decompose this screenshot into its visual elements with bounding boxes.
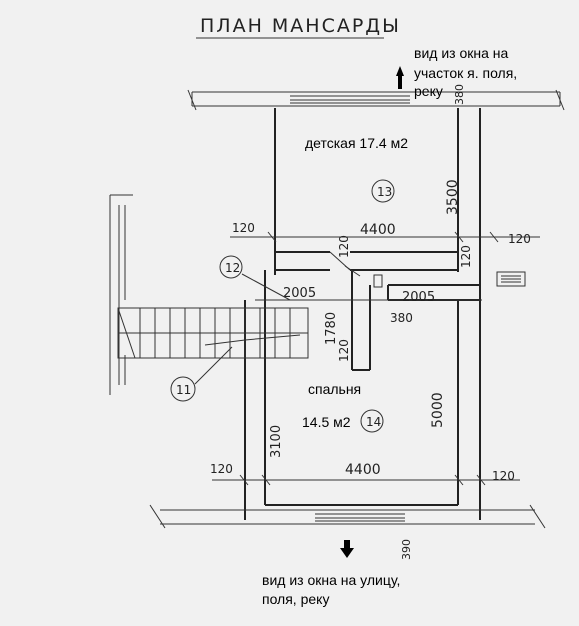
svg-text:участок я. поля,: участок я. поля, xyxy=(414,65,517,81)
dim-right-wall-top: 120 xyxy=(508,232,531,246)
arrow-up-icon xyxy=(396,66,404,76)
dim-right-wall-bottom: 120 xyxy=(492,469,515,483)
svg-text:поля, реку: поля, реку xyxy=(262,591,329,607)
staircase xyxy=(117,307,309,359)
dim-top-width xyxy=(230,231,540,243)
bedroom-label: спальня xyxy=(308,381,361,397)
dim-bedroom-depth: 5000 xyxy=(430,392,446,428)
dim-partition-mid: 120 xyxy=(337,339,351,362)
room-marker-11: 11 xyxy=(170,346,233,402)
svg-text:13: 13 xyxy=(377,185,392,199)
bedroom-area: 14.5 м2 xyxy=(302,414,351,430)
view-street-note: вид из окна на улицу, поля, реку xyxy=(262,540,400,607)
svg-text:11: 11 xyxy=(176,383,191,397)
bottom-wall xyxy=(149,504,546,529)
room-marker-12: 12 xyxy=(219,255,291,301)
hall-walls xyxy=(351,270,480,371)
svg-text:14: 14 xyxy=(366,415,381,429)
svg-text:реку: реку xyxy=(414,83,443,99)
svg-text:вид из окна на: вид из окна на xyxy=(414,45,508,61)
dim-nursery-depth: 3500 xyxy=(445,179,461,215)
nursery-partition xyxy=(275,251,458,271)
room-marker-14: 14 xyxy=(360,409,384,433)
svg-text:вид из окна на улицу,: вид из окна на улицу, xyxy=(262,572,400,588)
vent-block xyxy=(496,271,526,287)
dim-bottom-width-label: 4400 xyxy=(345,462,381,478)
dim-offset-380: 380 xyxy=(390,311,413,325)
dim-left-wall-top: 120 xyxy=(232,221,255,235)
stair-landing xyxy=(109,194,133,395)
dim-bottom-width xyxy=(212,474,520,486)
dim-left-wall-bottom: 120 xyxy=(210,462,233,476)
plan-title: ПЛАН МАНСАРДЫ xyxy=(200,15,401,37)
top-wall xyxy=(187,89,565,111)
dim-hall-len-left: 2005 xyxy=(283,286,316,301)
dim-partition-right: 120 xyxy=(459,245,473,268)
dim-hall-lines xyxy=(255,265,482,301)
nursery-label: детская 17.4 м2 xyxy=(305,135,408,151)
top-window xyxy=(290,95,410,104)
dim-hall-len-right: 2005 xyxy=(402,290,435,305)
dim-edge-top: 380 xyxy=(453,84,466,105)
dim-edge-bottom: 390 xyxy=(400,539,413,560)
room-marker-13: 13 xyxy=(371,179,395,203)
dim-hall-depth: 1780 xyxy=(324,312,339,345)
svg-text:12: 12 xyxy=(225,261,240,275)
dim-bedroom-left: 3100 xyxy=(269,425,284,458)
dim-partition-top: 120 xyxy=(337,235,351,258)
arrow-down-icon xyxy=(340,548,354,558)
view-yard-note: вид из окна на участок я. поля, реку xyxy=(396,45,517,99)
dim-top-width-label: 4400 xyxy=(360,222,396,238)
bottom-window xyxy=(315,513,405,522)
